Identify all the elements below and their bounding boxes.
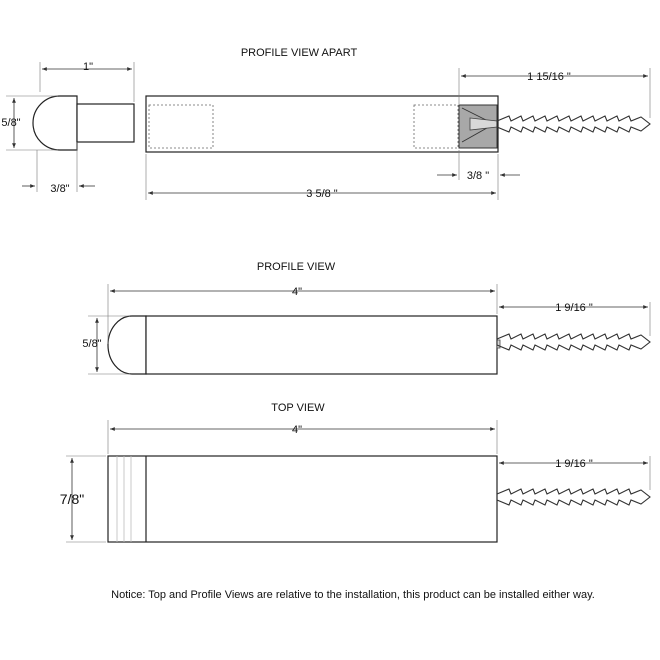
notice-text: Notice: Top and Profile Views are relati…: [111, 589, 595, 601]
screw-apart: [469, 115, 651, 133]
cap-tenon-label: 3/8": [50, 183, 69, 195]
profile-view-title: PROFILE VIEW: [257, 261, 336, 273]
screw-apart-label: 1 15/16 ": [527, 71, 571, 83]
cap-length-label: 1": [83, 61, 93, 73]
cap-dome: [32, 95, 78, 151]
dia-profile-label: 5/8": [82, 338, 101, 350]
body-part: [145, 95, 499, 153]
assembled-top: [107, 455, 651, 543]
profile-body: [145, 315, 498, 375]
profile-cap: [107, 315, 147, 375]
assembled-profile: [107, 315, 651, 375]
overall-profile-label: 4": [292, 286, 302, 298]
cap-tenon: [76, 103, 135, 143]
top-view-title: TOP VIEW: [271, 402, 325, 414]
top-screw: [496, 488, 651, 506]
bore-hidden-right: [413, 104, 459, 149]
profile-screw: [496, 333, 651, 351]
bore-hidden-left: [148, 104, 214, 149]
cap-dia-label: 5/8": [1, 117, 20, 129]
overall-top-label: 4": [292, 424, 302, 436]
top-body: [107, 455, 498, 543]
screw-profile-label: 1 9/16 ": [555, 302, 593, 314]
body-rect: [145, 95, 499, 153]
cap-part: [32, 95, 135, 151]
body-length-label: 3 5/8 ": [306, 188, 338, 200]
screw-top-label: 1 9/16 ": [555, 458, 593, 470]
width-top-label: 7/8": [60, 491, 84, 507]
apart-view-title: PROFILE VIEW APART: [241, 47, 358, 59]
insert-length-label: 3/8 ": [467, 170, 489, 182]
